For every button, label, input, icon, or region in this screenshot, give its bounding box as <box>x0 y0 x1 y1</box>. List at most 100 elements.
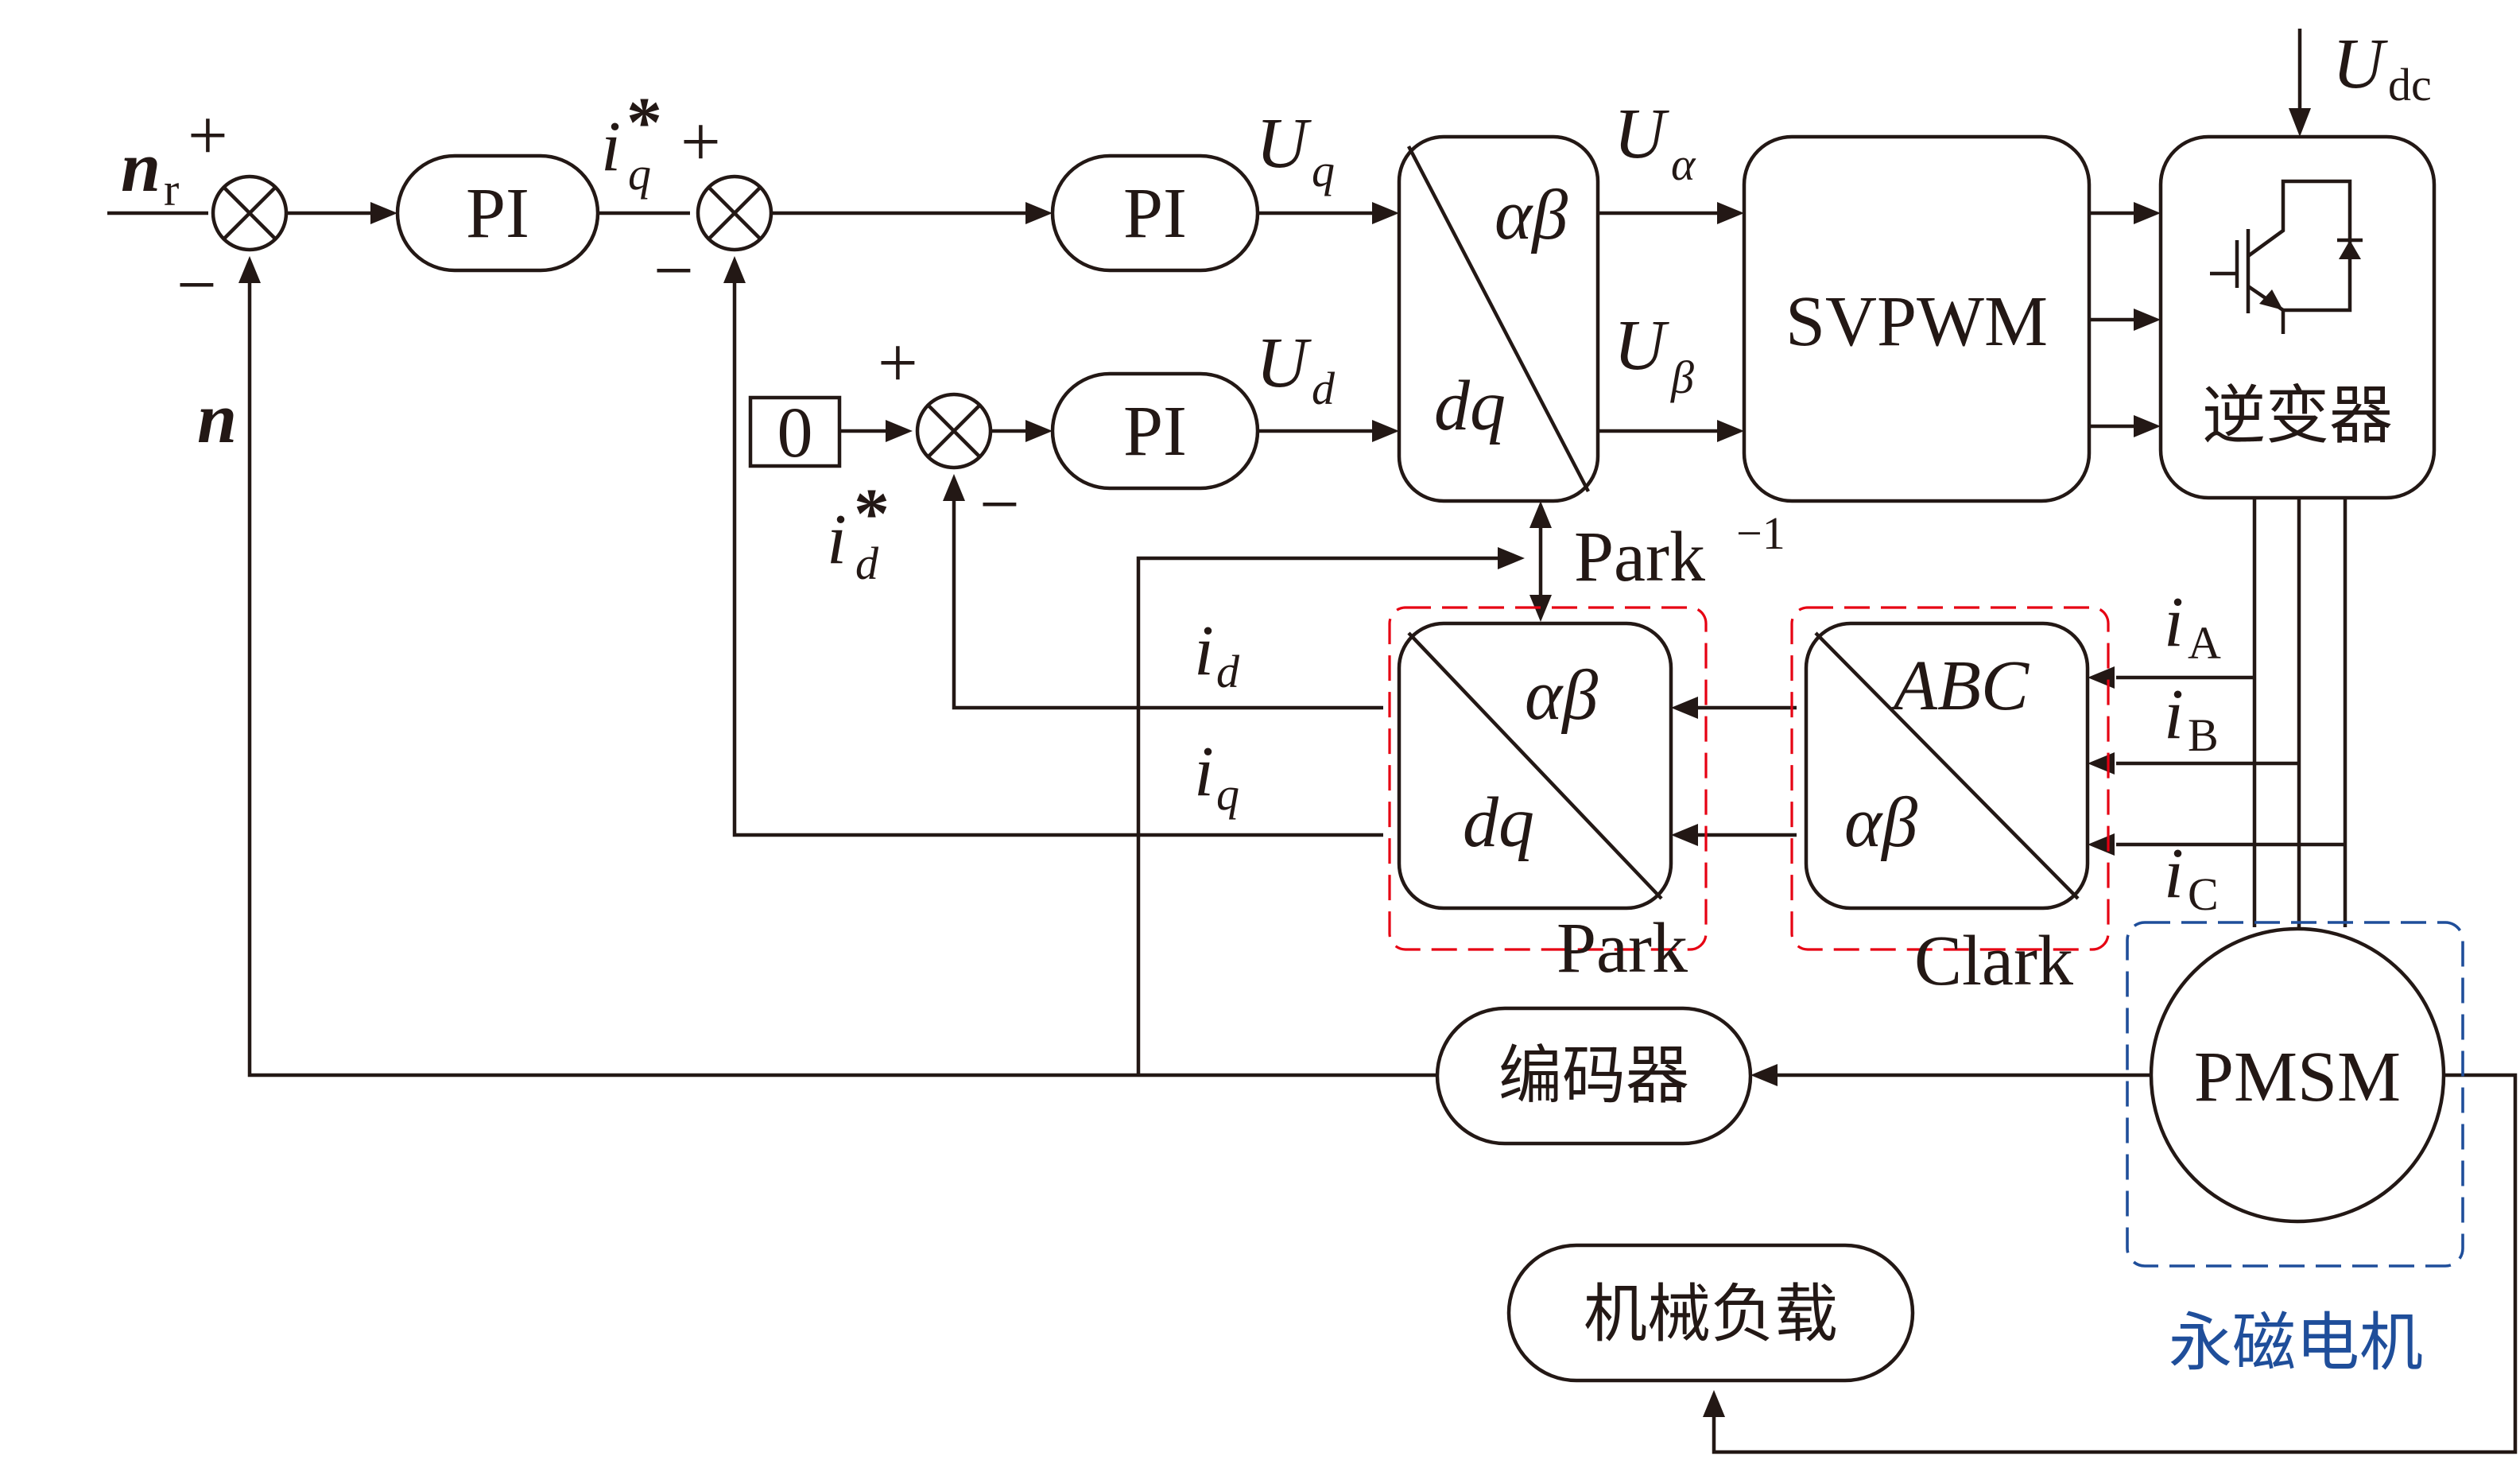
ubeta-label: U <box>1614 306 1669 385</box>
mechanical-load-block: 机械负载 <box>1506 1243 1915 1383</box>
arrow-into-clark-a <box>2088 666 2115 689</box>
ualpha-sub: α <box>1671 138 1696 190</box>
speed-ref-label: n <box>121 128 161 207</box>
ualpha-label: U <box>1614 95 1669 173</box>
id-ref-sub: d <box>855 538 879 589</box>
motor-group-label: 永磁电机 <box>2169 1306 2423 1380</box>
wire-shaft-load <box>1712 1073 2518 1454</box>
speed-ref-sub: r <box>164 164 179 216</box>
arrow-into-inverter-2 <box>2134 309 2161 331</box>
arrow-into-sum3-id <box>943 474 965 501</box>
ic-label: i <box>2164 834 2184 913</box>
pi-d-block: PI <box>1050 371 1260 491</box>
inverse-park-block: αβ dq <box>1397 134 1600 503</box>
ib-label: i <box>2164 675 2184 754</box>
speed-sum-minus: − <box>176 246 217 324</box>
wire-iq-feedback <box>732 282 1383 837</box>
ia-sub: A <box>2188 617 2221 669</box>
arrow-into-load <box>1703 1390 1725 1417</box>
arrow-udc-down <box>2289 108 2311 137</box>
id-sum-plus: + <box>878 324 918 402</box>
arrow-into-svpwm-alpha <box>1717 202 1744 224</box>
svpwm-label: SVPWM <box>1785 282 2048 361</box>
svpwm-block: SVPWM <box>1742 134 2092 503</box>
pmsm-label: PMSM <box>2194 1038 2401 1116</box>
pmsm-motor: PMSM <box>2149 926 2446 1224</box>
iq-ref-label: i <box>601 107 621 186</box>
inv-park-name: Park <box>1574 518 1705 596</box>
park-dashed-outline <box>1388 606 1708 951</box>
arrow-into-svpwm-beta <box>1717 420 1744 442</box>
park-alpha-beta: αβ <box>1525 656 1598 735</box>
ud-sub: d <box>1312 363 1336 414</box>
arrow-into-sum1-n <box>238 256 261 283</box>
sum-junction-speed <box>211 174 289 252</box>
zero-label: 0 <box>777 394 813 472</box>
pi-speed-block: PI <box>395 153 600 273</box>
arrow-into-clark-b <box>2088 752 2115 775</box>
pi-q-label: PI <box>1123 174 1187 253</box>
sum-junction-id <box>915 392 993 470</box>
arrow-theta-right <box>1498 547 1525 569</box>
motor-dashed-outline <box>2126 921 2464 1268</box>
pi-speed-label: PI <box>466 174 529 253</box>
udc-sub: dc <box>2388 59 2432 111</box>
arrow-into-invpark-q <box>1372 202 1399 224</box>
arrow-into-sum3 <box>886 420 913 442</box>
id-fb-label: i <box>1194 612 1214 690</box>
ic-sub: C <box>2188 868 2219 920</box>
pi-d-label: PI <box>1123 392 1187 471</box>
wire-speed-feedback <box>247 282 1437 1078</box>
arrow-into-inverter-1 <box>2134 202 2161 224</box>
zero-reference-box: 0 <box>748 394 842 472</box>
udc-label: U <box>2332 25 2388 103</box>
encoder-block: 编码器 <box>1435 1006 1753 1146</box>
arrow-into-clark-c <box>2088 833 2115 856</box>
load-label: 机械负载 <box>1584 1277 1838 1351</box>
speed-ref-plus: + <box>188 96 228 175</box>
park-dq: dq <box>1463 783 1534 862</box>
uq-label: U <box>1256 104 1312 183</box>
id-sum-minus: − <box>979 465 1020 544</box>
arrow-heads <box>238 108 2311 1417</box>
iq-sum-plus: + <box>680 103 721 181</box>
ubeta-sub: β <box>1670 351 1694 403</box>
arrow-into-park-beta <box>1671 824 1698 846</box>
clark-name: Clark <box>1914 922 2073 1000</box>
ia-label: i <box>2164 583 2184 662</box>
arrow-into-invpark-d <box>1372 420 1399 442</box>
sum-junction-iq <box>696 174 773 252</box>
clark-alpha-beta: αβ <box>1844 783 1917 862</box>
park-block: αβ dq <box>1397 621 1673 911</box>
arrow-into-encoder <box>1750 1064 1778 1086</box>
arrow-into-pid <box>1025 420 1053 442</box>
arrow-into-pi1 <box>370 202 397 224</box>
encoder-label: 编码器 <box>1498 1039 1689 1112</box>
inverter-label: 逆变器 <box>2202 379 2393 452</box>
pi-q-block: PI <box>1050 153 1260 273</box>
inv-park-sup: −1 <box>1736 507 1785 559</box>
ib-sub: B <box>2188 709 2219 761</box>
id-fb-sub: d <box>1216 646 1240 697</box>
inv-park-alpha-beta: αβ <box>1495 176 1568 254</box>
iq-sum-minus: − <box>653 231 694 310</box>
arrow-into-piq <box>1025 202 1053 224</box>
inv-park-dq: dq <box>1434 367 1506 445</box>
iq-fb-sub: q <box>1216 768 1239 820</box>
speed-fb-label: n <box>197 379 237 458</box>
id-ref-label: i <box>827 500 847 579</box>
wire-id-feedback <box>952 499 1383 710</box>
clark-dashed-outline <box>1790 606 2110 951</box>
ud-label: U <box>1256 324 1312 402</box>
wire-theta <box>1136 556 1504 1075</box>
arrow-into-park-alpha <box>1671 697 1698 719</box>
clark-block: ABC αβ <box>1804 621 2090 911</box>
arrow-into-inverter-3 <box>2134 415 2161 437</box>
uq-sub: q <box>1312 145 1335 196</box>
iq-fb-label: i <box>1194 732 1214 811</box>
connection-lines <box>107 29 2518 1454</box>
iq-ref-star: * <box>626 83 662 162</box>
igbt-icon <box>2210 179 2363 334</box>
clark-abc: ABC <box>1890 647 2030 725</box>
